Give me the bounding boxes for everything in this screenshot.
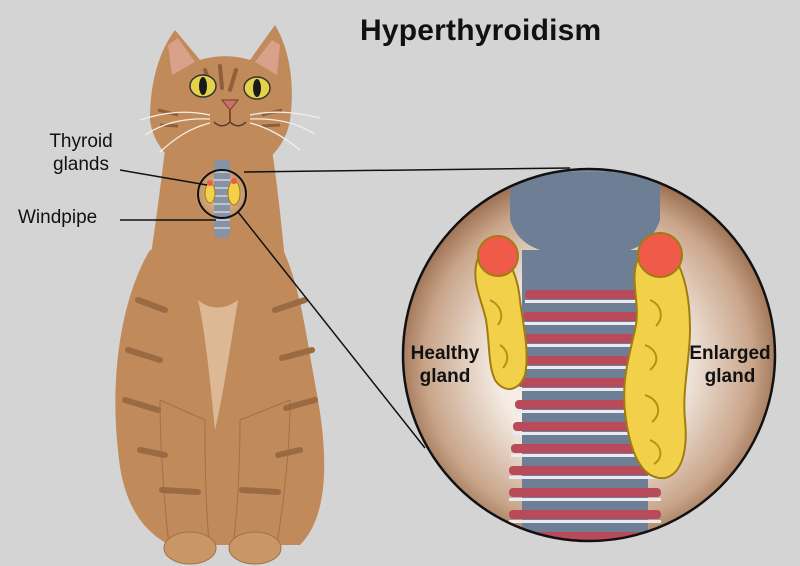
healthy-gland-label: Healthy gland <box>402 342 488 388</box>
cat-right-paw <box>228 531 282 565</box>
cat-right-gland <box>227 180 241 206</box>
trachea-ring <box>513 422 657 431</box>
trachea-ring-highlight <box>525 300 645 303</box>
trachea-ring <box>517 378 653 387</box>
zoom-line-bottom <box>237 211 426 449</box>
trachea-ring-highlight <box>517 388 653 391</box>
healthy-gland-label-line1: Healthy <box>410 343 480 364</box>
cat-whiskers <box>139 111 321 153</box>
cat-left-inner-ear <box>168 38 195 75</box>
zoom-inset <box>401 167 777 545</box>
trachea-ring-highlight <box>509 542 661 545</box>
thyroid-glands-label: Thyroid glands <box>40 130 122 176</box>
cat-windpipe <box>214 160 230 238</box>
trachea-ring <box>509 488 661 497</box>
trachea-ring-highlight <box>523 322 647 325</box>
cat-right-inner-ear <box>255 40 280 75</box>
enlarged-gland-parathyroid <box>637 232 683 278</box>
trachea-ring <box>519 356 651 365</box>
zoom-line-top <box>243 167 571 173</box>
trachea-ring <box>525 290 645 299</box>
enlarged-gland-label-line1: Enlarged <box>689 343 771 364</box>
trachea-ring-highlight <box>519 366 651 369</box>
trachea-ring <box>509 510 661 519</box>
trachea-ring <box>509 466 661 475</box>
enlarged-gland-label-line2: gland <box>704 366 756 387</box>
larynx <box>510 169 660 250</box>
trachea-ring <box>521 334 649 343</box>
healthy-gland <box>474 235 528 390</box>
trachea-ring-highlight <box>521 344 649 347</box>
cat-chest <box>198 300 238 430</box>
trachea-ring <box>511 444 659 453</box>
leader-lines <box>119 167 571 449</box>
healthy-gland-parathyroid <box>477 235 519 277</box>
cat-nose <box>220 99 240 111</box>
neck-focus-ring <box>197 169 247 219</box>
trachea-ring-highlight <box>509 520 661 523</box>
cat-figure <box>115 25 325 565</box>
windpipe-label: Windpipe <box>18 207 98 228</box>
trachea-ring <box>515 400 655 409</box>
diagram-title: Hyperthyroidism <box>360 14 602 47</box>
trachea-ring <box>523 312 647 321</box>
cat-left-leg <box>159 399 211 556</box>
trachea-ring-highlight <box>511 454 659 457</box>
cat-left-paw <box>163 531 217 565</box>
trachea-ring-highlight <box>509 498 661 501</box>
thyroid-glands-label-line2: glands <box>53 154 109 175</box>
enlarged-gland-label: Enlarged gland <box>682 342 778 388</box>
thyroid-leader <box>119 169 208 186</box>
trachea-ring-highlight <box>513 432 657 435</box>
trachea-ring-highlight <box>515 410 655 413</box>
enlarged-gland <box>623 232 692 480</box>
thyroid-glands-label-line1: Thyroid <box>49 131 113 152</box>
trachea-ring-highlight <box>509 476 661 479</box>
healthy-gland-label-line2: gland <box>419 366 471 387</box>
